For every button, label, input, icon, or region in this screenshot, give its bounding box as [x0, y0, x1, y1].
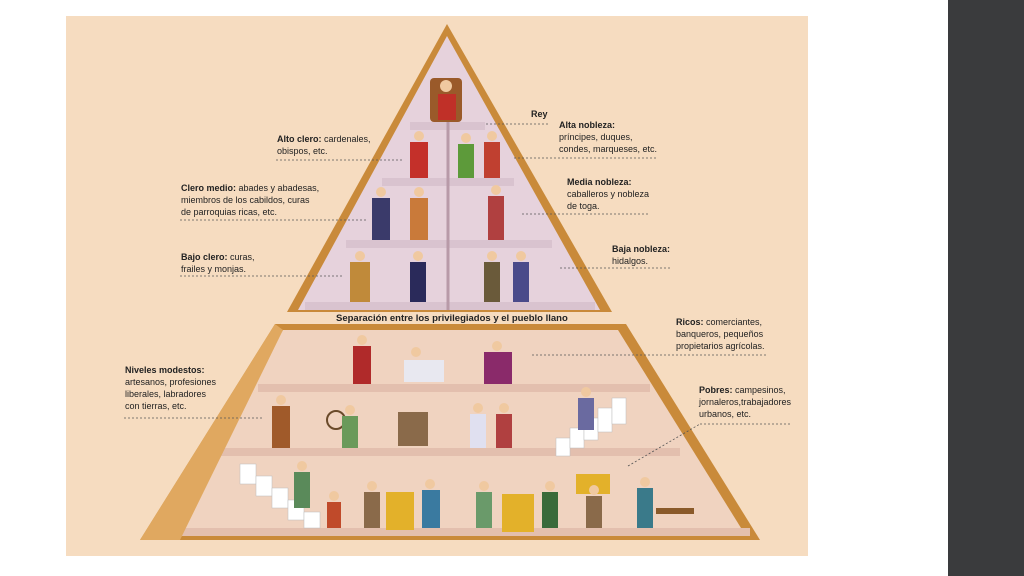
middle-nobility-figure [488, 185, 504, 240]
label-media-nobleza: Media nobleza: caballeros y nobleza de t… [567, 177, 650, 211]
tier-baja [305, 302, 595, 310]
modest-figures [272, 387, 594, 448]
label-rey: Rey [531, 109, 548, 119]
label-clero-medio: Clero medio: abades y abadesas, miembros… [181, 183, 320, 217]
rich-figures [353, 335, 512, 384]
label-niveles-modestos: Niveles modestos: artesanos, profesiones… [125, 365, 217, 411]
tier-ricos [258, 384, 650, 392]
right-sidebar [948, 0, 1024, 576]
king-figure [430, 78, 462, 122]
label-alta-nobleza: Alta nobleza: príncipes, duques, condes,… [559, 120, 658, 154]
label-bajo-clero: Bajo clero: curas, frailes y monjas. [181, 252, 255, 274]
low-nobility-figures [484, 251, 529, 302]
label-baja-nobleza: Baja nobleza: hidalgos. [612, 244, 671, 266]
tier-modestos [220, 448, 680, 456]
stairs-right [555, 397, 627, 457]
label-ricos: Ricos: comerciantes, banqueros, pequeños… [676, 317, 765, 351]
high-nobility-figures [458, 131, 500, 178]
separation-label: Separación entre los privilegiados y el … [336, 313, 568, 324]
leader-lines [124, 123, 792, 467]
lower-left-shade [140, 324, 283, 540]
label-alto-clero: Alto clero: cardenales, obispos, etc. [277, 134, 371, 156]
low-clergy-figures [350, 251, 426, 302]
middle-clergy-figures [372, 187, 428, 240]
tier-pobres [180, 528, 750, 536]
lower-pyramid-inner [153, 330, 746, 536]
label-pobres: Pobres: campesinos, jornaleros,trabajado… [699, 385, 792, 419]
high-clergy-figure [410, 131, 428, 178]
poor-figures [294, 461, 694, 532]
